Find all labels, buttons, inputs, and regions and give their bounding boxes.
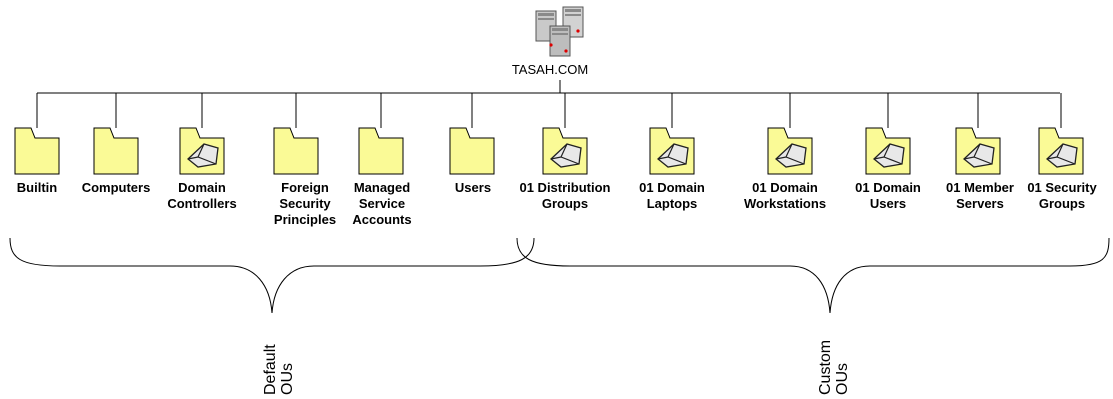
container-label-computers: Computers	[81, 180, 151, 195]
brace-default	[9, 237, 535, 314]
server-icon	[535, 6, 584, 57]
brace-custom	[516, 237, 1110, 314]
ou-folder-icon[interactable]	[1038, 127, 1084, 175]
group-label-default: Default OUs	[262, 344, 296, 395]
ou-folder-icon[interactable]	[955, 127, 1001, 175]
folder-icon[interactable]	[358, 127, 404, 175]
tree-connectors	[36, 80, 1062, 128]
group-label-custom: Custom OUs	[817, 339, 851, 395]
container-label-users: Users	[454, 180, 492, 195]
folder-icon[interactable]	[449, 127, 495, 175]
domain-name: TASAH.COM	[511, 62, 589, 77]
container-label-builtin: Builtin	[16, 180, 58, 195]
ou-folder-icon[interactable]	[649, 127, 695, 175]
ou-folder-icon[interactable]	[542, 127, 588, 175]
ou-folder-icon[interactable]	[767, 127, 813, 175]
folder-icon[interactable]	[273, 127, 319, 175]
ou-folder-icon[interactable]	[865, 127, 911, 175]
folder-icon[interactable]	[93, 127, 139, 175]
folder-icon[interactable]	[14, 127, 60, 175]
ou-folder-icon[interactable]	[179, 127, 225, 175]
